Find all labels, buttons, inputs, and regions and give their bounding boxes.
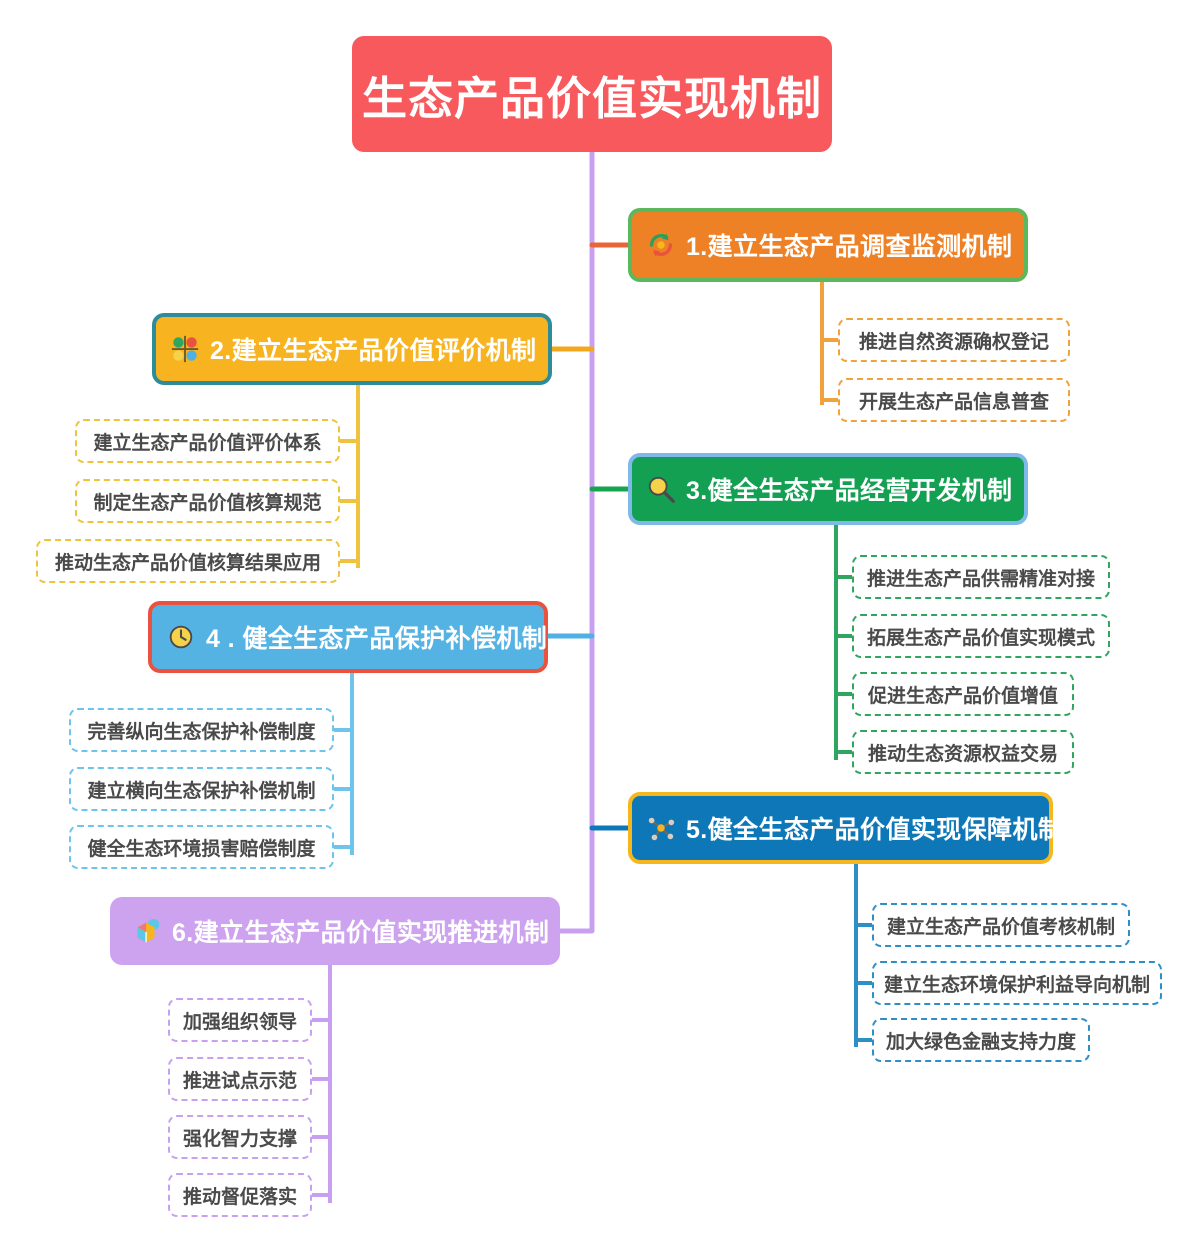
magnifier-icon [648,476,675,503]
leaf-node-6-1[interactable]: 加强组织领导 [168,998,312,1042]
leaf-node-2-3-label: 推动生态产品价值核算结果应用 [54,552,321,574]
leaf-node-6-1-label: 加强组织领导 [182,1011,297,1033]
branch-node-1-label: 1.建立生态产品调查监测机制 [686,233,1013,261]
branch-node-5-label: 5.健全生态产品价值实现保障机制 [686,816,1064,844]
leaf-node-6-4-label: 推动督促落实 [182,1186,297,1208]
branch-node-4-label: 4 . 健全生态产品保护补偿机制 [206,625,548,653]
leaf-node-3-2[interactable]: 拓展生态产品价值实现模式 [852,614,1110,658]
branch-node-3[interactable]: 3.健全生态产品经营开发机制 [628,453,1028,525]
branch-node-2-label: 2.建立生态产品价值评价机制 [210,337,537,365]
leaf-node-2-3[interactable]: 推动生态产品价值核算结果应用 [36,539,340,583]
leaf-node-4-2-label: 建立横向生态保护补偿机制 [87,780,316,802]
leaf-node-5-2-label: 建立生态环境保护利益导向机制 [884,974,1151,996]
leaf-node-4-3-label: 健全生态环境损害赔偿制度 [87,838,316,860]
leaf-node-5-2[interactable]: 建立生态环境保护利益导向机制 [872,961,1162,1005]
recycle-icon [649,233,673,257]
leaf-node-5-1-label: 建立生态产品价值考核机制 [886,916,1115,938]
branch-node-5[interactable]: 5.健全生态产品价值实现保障机制 [628,792,1063,864]
leaf-node-2-2[interactable]: 制定生态产品价值核算规范 [75,479,340,523]
branch-node-2[interactable]: 2.建立生态产品价值评价机制 [152,313,552,385]
leaf-node-6-3-label: 强化智力支撑 [182,1128,297,1150]
leaf-node-1-1[interactable]: 推进自然资源确权登记 [838,318,1070,362]
leaf-node-3-2-label: 拓展生态产品价值实现模式 [866,627,1095,649]
leaf-node-1-2[interactable]: 开展生态产品信息普查 [838,378,1070,422]
leaf-node-3-4-label: 推动生态资源权益交易 [867,743,1058,765]
leaf-node-4-2[interactable]: 建立横向生态保护补偿机制 [69,767,334,811]
root-node-label: 生态产品价值实现机制 [361,72,822,124]
leaf-node-6-4[interactable]: 推动督促落实 [168,1173,312,1217]
branch-node-6-label: 6.建立生态产品价值实现推进机制 [172,919,550,947]
leaf-node-2-2-label: 制定生态产品价值核算规范 [93,492,322,514]
leaf-node-4-3[interactable]: 健全生态环境损害赔偿制度 [69,825,334,869]
leaf-node-4-1[interactable]: 完善纵向生态保护补偿制度 [69,708,334,752]
leaf-node-6-3[interactable]: 强化智力支撑 [168,1115,312,1159]
network-icon [648,817,675,841]
leaf-node-3-1-label: 推进生态产品供需精准对接 [866,568,1095,590]
leaf-node-3-1[interactable]: 推进生态产品供需精准对接 [852,555,1110,599]
leaf-node-3-3-label: 促进生态产品价值增值 [867,685,1058,707]
leaf-node-6-2-label: 推进试点示范 [182,1070,297,1092]
gift-balloon-icon [137,918,160,943]
leaf-node-2-1-label: 建立生态产品价值评价体系 [93,432,322,454]
leaf-node-4-1-label: 完善纵向生态保护补偿制度 [87,721,316,743]
leaf-node-5-3[interactable]: 加大绿色金融支持力度 [872,1018,1090,1062]
leaf-node-1-1-label: 推进自然资源确权登记 [858,331,1049,353]
leaf-node-3-4[interactable]: 推动生态资源权益交易 [852,730,1074,774]
leaf-node-3-3[interactable]: 促进生态产品价值增值 [852,672,1074,716]
clock-icon [169,625,193,649]
root-node[interactable]: 生态产品价值实现机制 [352,36,832,152]
leaf-node-2-1[interactable]: 建立生态产品价值评价体系 [75,419,340,463]
branch-node-3-label: 3.健全生态产品经营开发机制 [686,477,1013,505]
matrix-icon [171,335,199,363]
leaf-node-5-3-label: 加大绿色金融支持力度 [886,1031,1077,1053]
leaf-node-1-2-label: 开展生态产品信息普查 [858,391,1049,413]
branch-node-1[interactable]: 1.建立生态产品调查监测机制 [628,208,1028,282]
leaf-node-5-1[interactable]: 建立生态产品价值考核机制 [872,903,1130,947]
leaf-node-6-2[interactable]: 推进试点示范 [168,1057,312,1101]
branch-node-4[interactable]: 4 . 健全生态产品保护补偿机制 [148,601,548,673]
branch-node-6[interactable]: 6.建立生态产品价值实现推进机制 [110,897,560,965]
